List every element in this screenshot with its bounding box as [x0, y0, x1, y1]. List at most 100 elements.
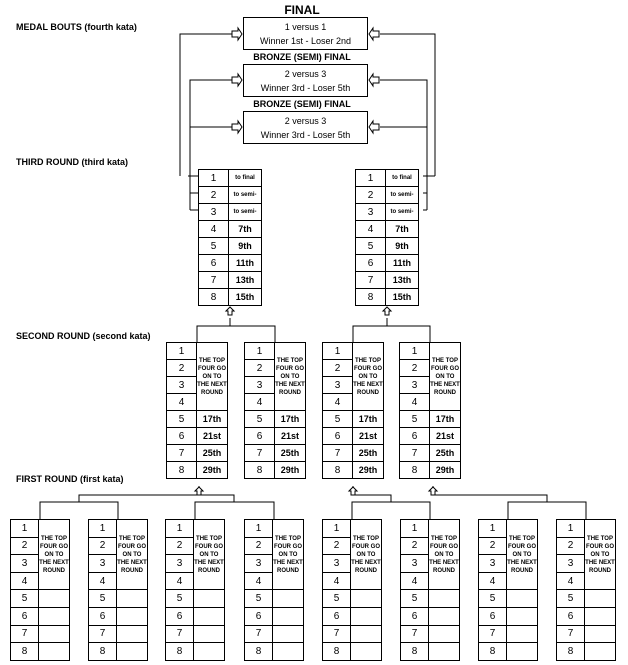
result-cell [116, 642, 148, 661]
table-row: 4 [166, 393, 228, 411]
result-cell: 7th [385, 220, 419, 238]
result-cell [272, 642, 304, 661]
table-row: 6 [478, 606, 538, 626]
place-number: 7 [478, 624, 507, 644]
place-number: 7 [244, 444, 275, 462]
table-row: 7 [556, 624, 616, 644]
bronze-final-box: 2 versus 3 Winner 3rd - Loser 5th [243, 111, 368, 144]
final-matchup: 1 versus 1 [284, 22, 327, 32]
result-cell [38, 642, 70, 661]
result-cell: 21st [429, 427, 461, 445]
arrow-up-icon [381, 306, 393, 316]
place-number: 1 [244, 342, 275, 360]
result-cell [38, 589, 70, 608]
place-number: 3 [399, 376, 430, 394]
arrow-left-icon [368, 72, 380, 88]
place-number: 5 [244, 410, 275, 428]
result-cell [506, 589, 538, 608]
place-number: 3 [198, 203, 229, 221]
result-cell: to final [228, 169, 262, 187]
place-number: 7 [399, 444, 430, 462]
place-number: 6 [355, 254, 386, 272]
table-row: 6 [244, 606, 304, 626]
place-number: 1 [556, 519, 585, 538]
arrow-up-icon [193, 486, 205, 496]
bronze-matchup: 2 versus 3 [284, 116, 327, 126]
arrow-up-icon [427, 486, 439, 496]
place-number: 1 [400, 519, 429, 538]
place-number: 7 [400, 624, 429, 644]
first-to-second-4 [432, 486, 548, 502]
place-number: 1 [88, 519, 117, 538]
table-row: 3 [244, 376, 306, 394]
place-number: 1 [322, 342, 353, 360]
table-row: 6 [88, 606, 148, 626]
result-cell: 17th [429, 410, 461, 428]
bronze-final-title: BRONZE (SEMI) FINAL [253, 99, 351, 109]
table-row: 6 [400, 606, 460, 626]
advance-note: THE TOP FOUR GO ON TO THE NEXT ROUND [272, 518, 304, 591]
place-number: 5 [322, 589, 351, 608]
result-cell [506, 624, 538, 644]
result-cell: to final [385, 169, 419, 187]
third-round-label: THIRD ROUND (third kata) [16, 157, 128, 167]
result-cell: 13th [228, 271, 262, 289]
advance-note: THE TOP FOUR GO ON TO THE NEXT ROUND [116, 518, 148, 591]
arrow-left-icon [368, 119, 380, 135]
place-number: 6 [400, 606, 429, 626]
advance-note: THE TOP FOUR GO ON TO THE NEXT ROUND [428, 518, 460, 591]
first-round-label: FIRST ROUND (first kata) [16, 474, 124, 484]
arrow-up-icon [347, 486, 359, 496]
table-row: 3 [322, 376, 384, 394]
arrow-left-icon [368, 26, 380, 42]
place-number: 2 [355, 186, 386, 204]
final-box: 1 versus 1 Winner 1st - Loser 2nd [243, 17, 368, 50]
place-number: 6 [198, 254, 229, 272]
advance-note: THE TOP FOUR GO ON TO THE NEXT ROUND [352, 342, 384, 411]
place-number: 7 [322, 444, 353, 462]
place-number: 1 [165, 519, 194, 538]
result-cell [350, 624, 382, 644]
place-number: 2 [244, 536, 273, 556]
place-number: 6 [165, 606, 194, 626]
result-cell: 25th [429, 444, 461, 462]
place-number: 4 [478, 571, 507, 591]
place-number: 4 [198, 220, 229, 238]
place-number: 3 [478, 554, 507, 573]
table-row: 7 [165, 624, 225, 644]
place-number: 1 [10, 519, 39, 538]
first-to-second-3 [352, 486, 392, 502]
second-round-label: SECOND ROUND (second kata) [16, 331, 151, 341]
place-number: 8 [322, 642, 351, 661]
arrow-up-icon [224, 306, 236, 316]
place-number: 8 [165, 642, 194, 661]
advance-note: THE TOP FOUR GO ON TO THE NEXT ROUND [584, 518, 616, 591]
place-number: 4 [556, 571, 585, 591]
result-cell [272, 624, 304, 644]
result-cell: to semi- [385, 186, 419, 204]
result-cell: 15th [228, 288, 262, 306]
advance-note: THE TOP FOUR GO ON TO THE NEXT ROUND [350, 518, 382, 591]
place-number: 1 [198, 169, 229, 187]
